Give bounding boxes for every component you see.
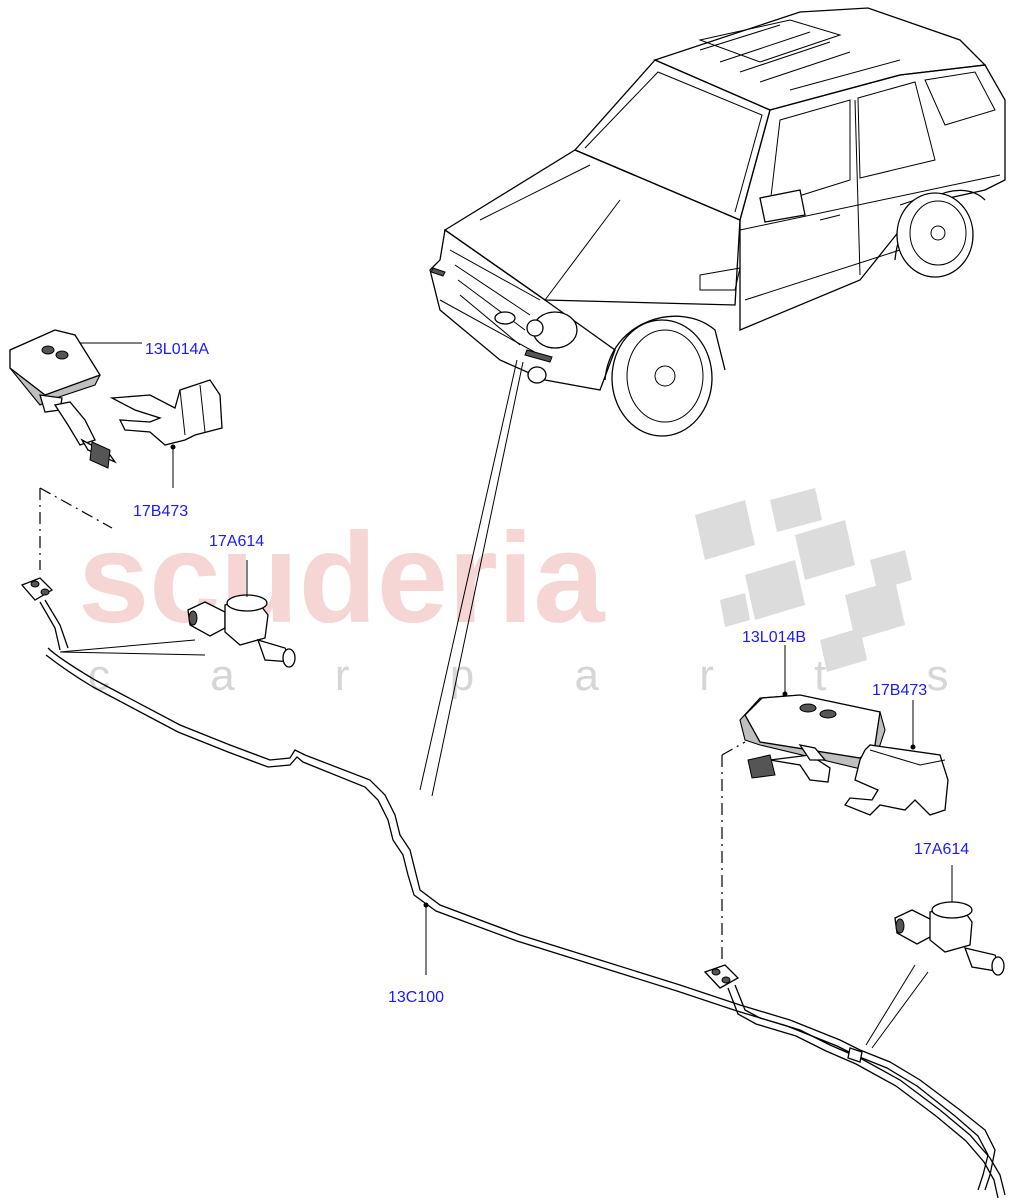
callout-nozzle-left[interactable]: 13L014A bbox=[145, 341, 209, 358]
bracket-right[interactable] bbox=[843, 744, 949, 816]
check-valve-left[interactable] bbox=[187, 594, 296, 668]
assembly-line-right-2 bbox=[721, 741, 746, 756]
leader-valve-left-hose bbox=[59, 639, 206, 656]
vehicle-illustration bbox=[429, 7, 1006, 437]
callout-bracket-left[interactable]: 17B473 bbox=[133, 503, 188, 520]
hose-connector-right[interactable] bbox=[703, 964, 740, 989]
vehicle-leader-lines bbox=[419, 359, 524, 797]
check-valve-right[interactable] bbox=[894, 901, 1005, 976]
callout-nozzle-right[interactable]: 13L014B bbox=[742, 629, 806, 646]
washer-nozzle-right[interactable] bbox=[739, 694, 886, 783]
washer-nozzle-left[interactable] bbox=[9, 329, 117, 469]
callout-hose[interactable]: 13C100 bbox=[388, 989, 444, 1006]
watermark-brand: scuderia bbox=[78, 507, 605, 650]
callout-valve-left[interactable]: 17A614 bbox=[209, 533, 264, 550]
leader-valve-right-hose bbox=[865, 964, 929, 1049]
washer-hose[interactable] bbox=[45, 647, 1006, 1199]
callout-valve-right[interactable]: 17A614 bbox=[914, 841, 969, 858]
checkered-flag-icon bbox=[695, 488, 912, 672]
callout-bracket-right[interactable]: 17B473 bbox=[872, 682, 927, 699]
hose-connector-left[interactable] bbox=[20, 577, 69, 651]
callout-labels: 13L014A 17B473 17A614 13L014B 17B473 17A… bbox=[133, 341, 969, 1006]
watermark-tagline: c a r p a r t s bbox=[88, 651, 993, 700]
watermark: scuderia c a r p a r t s bbox=[78, 488, 993, 700]
assembly-line-left-2 bbox=[39, 487, 113, 529]
bracket-left[interactable] bbox=[109, 379, 223, 446]
